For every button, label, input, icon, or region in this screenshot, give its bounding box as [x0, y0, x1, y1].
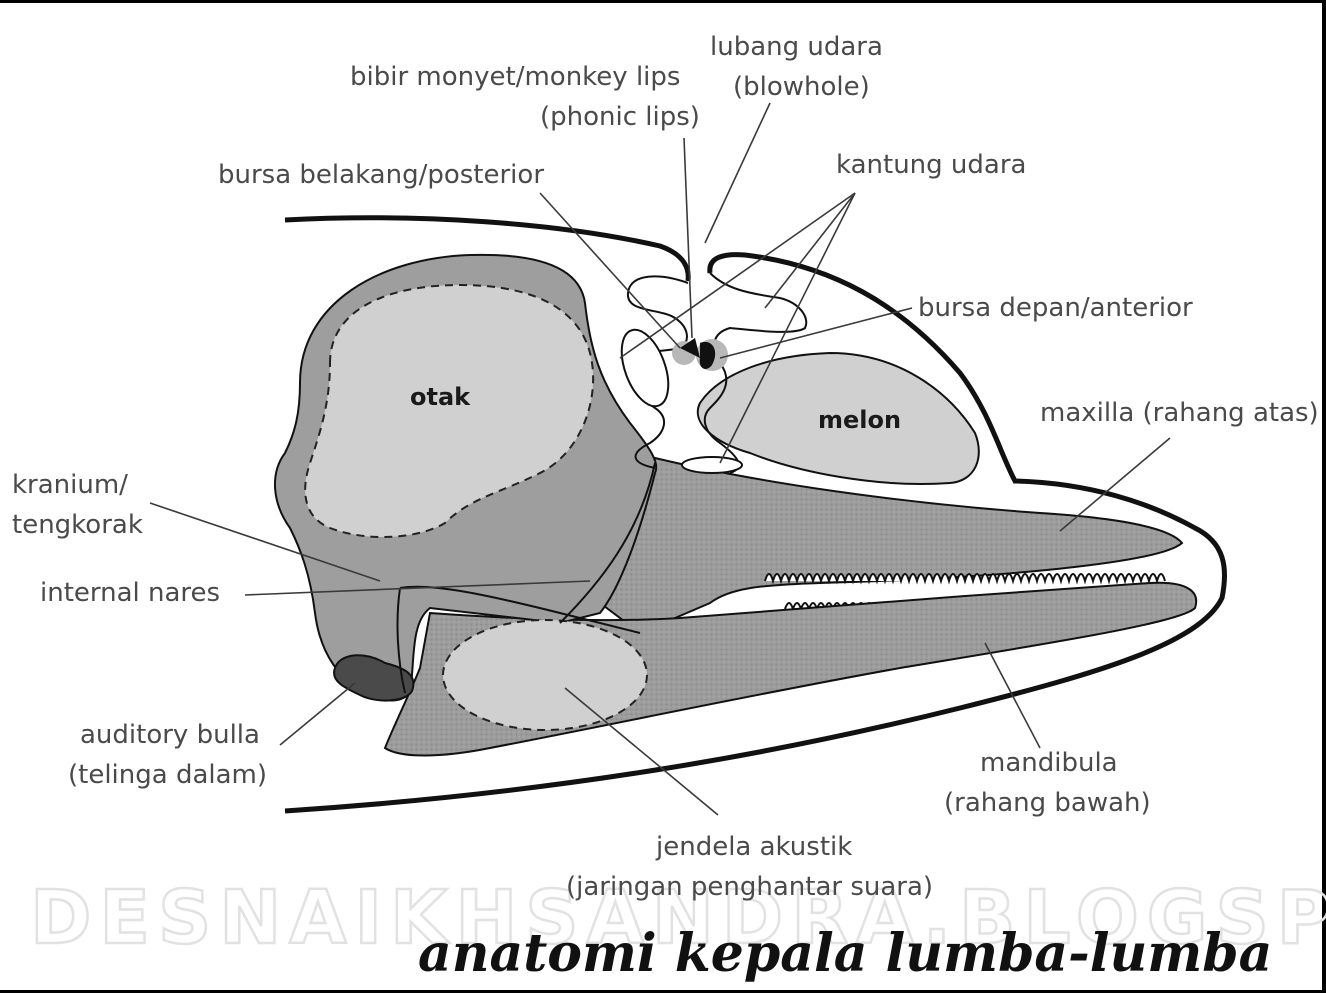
leader-blowhole — [705, 103, 770, 243]
leader-anterior-bursa — [720, 308, 912, 358]
leader-auditory-bulla — [280, 683, 355, 745]
leader-air-sac-2 — [765, 193, 855, 308]
acoustic-window-label-line2: (jaringan penghantar suara) — [566, 872, 933, 902]
vestibular-sac — [682, 457, 742, 473]
melon-label: melon — [818, 406, 901, 434]
mandible-label-line1: mandibula — [980, 748, 1118, 778]
acoustic-window-label-line1: jendela akustik — [655, 832, 852, 862]
internal-nares-label: internal nares — [40, 578, 220, 608]
air-sacs-label: kantung udara — [836, 150, 1026, 180]
posterior-sac — [613, 324, 678, 413]
diagram-title: anatomi kepala lumba-lumba — [418, 923, 1272, 984]
cranium-label-line2: tengkorak — [12, 510, 143, 540]
anterior-bursa-label: bursa depan/anterior — [918, 293, 1193, 323]
mandible-label-line2: (rahang bawah) — [944, 788, 1151, 818]
phonic-lips-label-line1: bibir monyet/monkey lips — [350, 62, 680, 92]
maxilla-label: maxilla (rahang atas) — [1040, 398, 1319, 428]
posterior-bursa-label: bursa belakang/posterior — [218, 160, 544, 190]
blowhole-label-line2: (blowhole) — [733, 72, 870, 102]
auditory-bulla-label-line1: auditory bulla — [80, 720, 260, 750]
auditory-bulla-label-line2: (telinga dalam) — [68, 760, 267, 790]
acoustic-fat-shape — [443, 620, 647, 730]
blowhole-label-line1: lubang udara — [710, 32, 883, 62]
dolphin-head-diagram: DESNAIKHSANDRA.BLOGSPOT.COM otak melon — [0, 3, 1326, 993]
cranium-label-line1: kranium/ — [12, 470, 128, 500]
leader-mandible — [985, 643, 1040, 748]
brain-label: otak — [410, 383, 471, 411]
phonic-lips-label-line2: (phonic lips) — [540, 102, 700, 132]
